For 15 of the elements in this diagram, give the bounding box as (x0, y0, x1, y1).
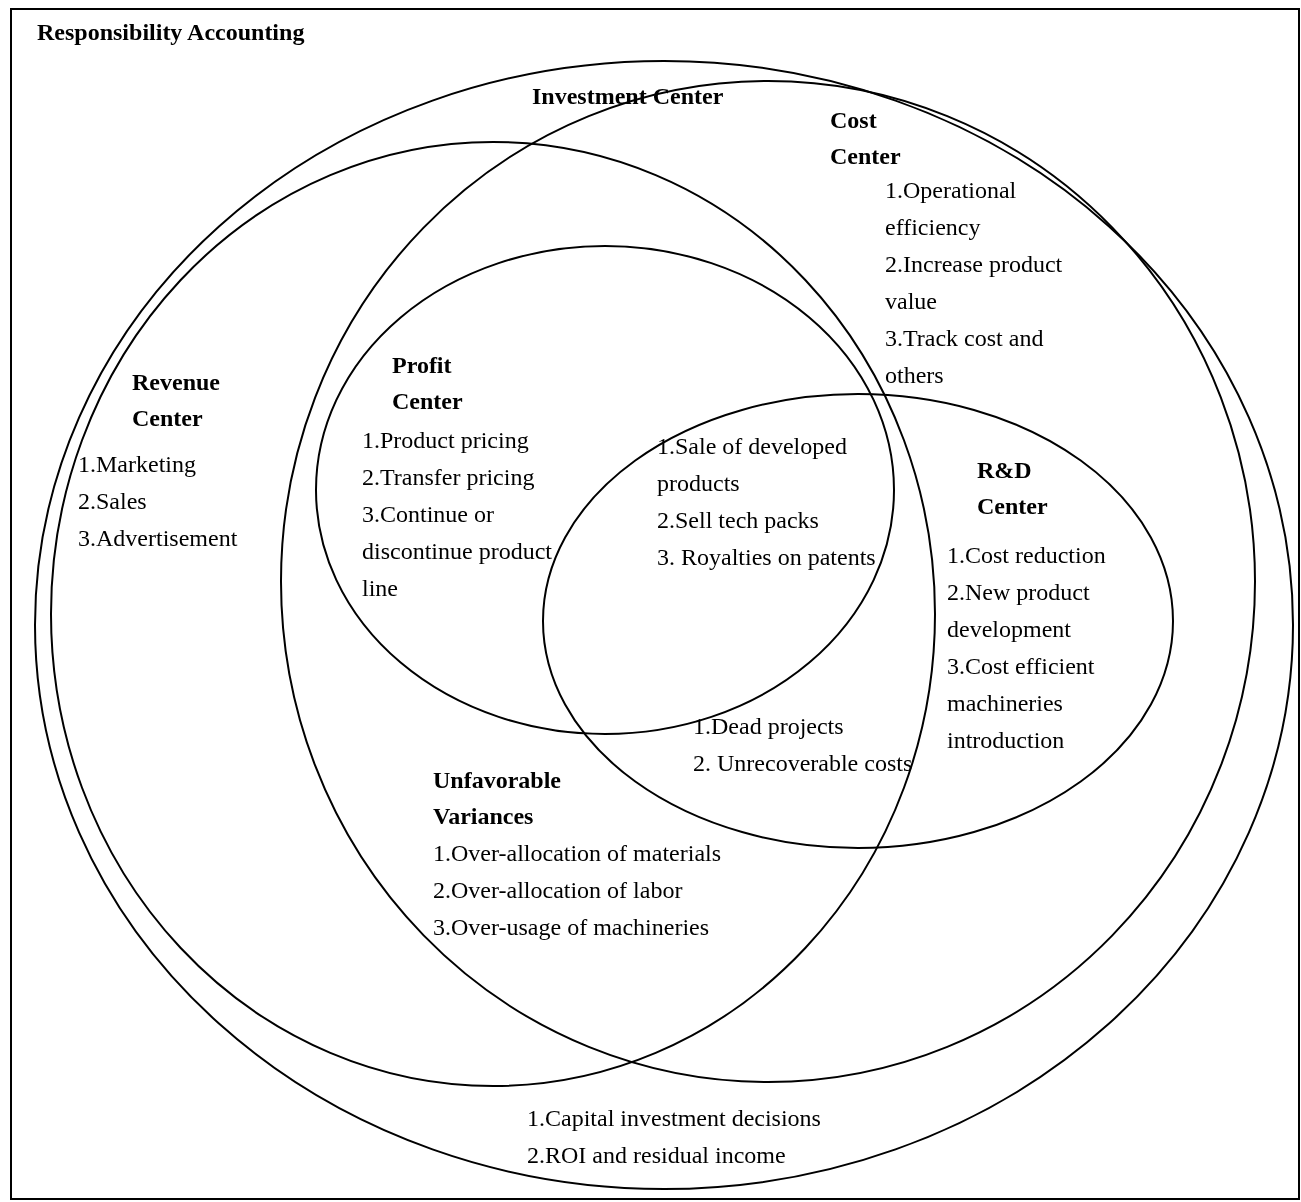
center-title: Profit Center (392, 351, 464, 416)
item-list: 1.Product pricing 2.Transfer pricing 3.Continue or discontinue product line (362, 422, 567, 607)
frame-label: Responsibility Accounting (37, 18, 306, 47)
item-list: 1.Dead projects 2. Unrecoverable costs (693, 708, 925, 782)
center-title: Cost Center (830, 106, 902, 171)
center-title: Investment Center (532, 82, 725, 111)
center-title: Revenue Center (132, 368, 221, 433)
center-title: R&D Center (977, 456, 1049, 521)
item-list: 1.Capital investment decisions 2.ROI and residual income (527, 1100, 947, 1174)
item-list: 1.Marketing 2.Sales 3.Advertisement (78, 446, 310, 557)
item-list: 1.Over-allocation of materials 2.Over-allocation of labor 3.Over-usage of machineries (433, 835, 853, 946)
item-list: 1.Operational efficiency 2.Increase product value 3.Track cost and others (885, 172, 1100, 394)
item-list: 1.Cost reduction 2.New product development 3.Cost efficient machineries introduction (947, 537, 1175, 759)
region-title: Unfavorable Variances (433, 766, 562, 831)
item-list: 1.Sale of developed products 2.Sell tech packs 3. Royalties on patents (657, 428, 882, 576)
